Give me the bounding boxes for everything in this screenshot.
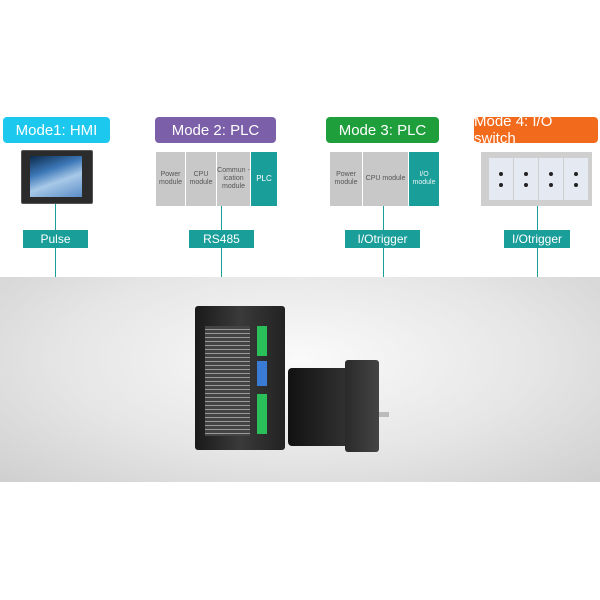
mode2-badge: Mode 2: PLC (155, 117, 276, 143)
switch-icon (514, 158, 538, 200)
plc-rack-mode3: Power module CPU module I/O module (330, 152, 439, 206)
switch-icon (489, 158, 513, 200)
motor-shaft (379, 412, 389, 417)
io-module: I/O module (409, 152, 439, 206)
switch-icon (539, 158, 563, 200)
io-switch-panel (481, 152, 592, 206)
mode4-badge: Mode 4: I/O switch (474, 113, 598, 147)
power-module: Power module (156, 152, 185, 206)
mode1-badge: Mode1: HMI (3, 117, 110, 143)
switch-icon (564, 158, 588, 200)
plc-module: PLC (251, 152, 277, 206)
link-io-trigger-3: I/Otrigger (345, 230, 420, 248)
link-io-trigger-4: I/Otrigger (504, 230, 570, 248)
cpu-module: CPU module (186, 152, 216, 206)
stepper-driver-image (195, 306, 285, 450)
communication-module: Commun -ication module (217, 152, 250, 206)
mode3-badge: Mode 3: PLC (326, 117, 439, 143)
hmi-screen-image (21, 150, 93, 204)
cpu-module: CPU module (363, 152, 408, 206)
stepper-motor-face (345, 360, 379, 452)
stepper-motor-image (288, 368, 350, 446)
link-rs485: RS485 (189, 230, 254, 248)
link-pulse: Pulse (23, 230, 88, 248)
power-module: Power module (330, 152, 362, 206)
plc-rack-mode2: Power module CPU module Commun -ication … (156, 152, 277, 206)
